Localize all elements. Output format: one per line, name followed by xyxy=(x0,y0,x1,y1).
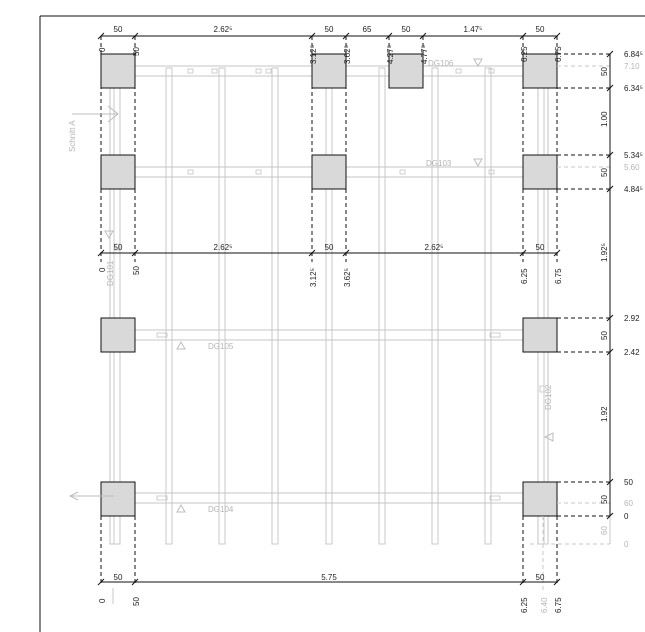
extension-lines xyxy=(100,36,610,590)
column-row2-right xyxy=(522,154,558,190)
mid-tick-2: 50 xyxy=(132,266,141,275)
column-row2-left xyxy=(100,154,136,190)
right-seg-6: 1.92 xyxy=(600,406,609,422)
top-tick-5: 4.27⁵ xyxy=(386,45,395,64)
top-seg-4: 65 xyxy=(363,25,372,34)
right-seg-4: 1.92⁵ xyxy=(600,243,609,262)
triangle-marker-icon xyxy=(473,158,483,168)
top-tick-4: 3.62⁵ xyxy=(343,45,352,64)
column-row3-right xyxy=(522,317,558,353)
top-seg-2: 2.62⁵ xyxy=(214,25,233,34)
triangle-marker-icon xyxy=(104,230,114,240)
middle-dimension-chain: 50 2.62⁵ 50 2.62⁵ 50 0 50 3.12⁵ 3.62⁵ 6.… xyxy=(97,243,563,287)
direction-markers xyxy=(104,58,554,513)
right-level-4: 5.34⁵ xyxy=(624,151,643,160)
mid-tick-5: 6.25 xyxy=(520,268,529,284)
label-dg106: DG106 xyxy=(428,59,454,68)
label-dg103: DG103 xyxy=(426,159,452,168)
label-dg104: DG104 xyxy=(208,505,234,514)
bottom-seg-2: 5.75 xyxy=(321,573,337,582)
column-row3-left xyxy=(100,317,136,353)
top-seg-3: 50 xyxy=(325,25,334,34)
right-level-12: 0 xyxy=(624,540,629,549)
section-label: Schnitt A xyxy=(68,120,77,152)
column-top-left xyxy=(100,53,136,89)
beam-labels: DG106 DG103 DG105 DG104 DG101 DG102 xyxy=(106,59,553,514)
right-seg-8: 60 xyxy=(600,526,609,535)
bottom-tick-2: 50 xyxy=(132,597,141,606)
label-dg101: DG101 xyxy=(106,260,115,286)
mid-seg-5: 50 xyxy=(536,243,545,252)
top-tick-2: 50 xyxy=(132,47,141,56)
right-level-5: 5.60 xyxy=(624,163,640,172)
top-seg-1: 50 xyxy=(114,25,123,34)
bottom-tick-5: 6.75 xyxy=(554,597,563,613)
column-row2-mid xyxy=(311,154,347,190)
drawing-frame xyxy=(39,15,645,632)
bottom-dimension-chain: 50 5.75 50 0 50 6.25 6.40 6.75 xyxy=(97,573,563,613)
section-arrow-icon xyxy=(107,105,119,123)
right-dimension-chain: 6.84⁵ 7.10 6.34⁵ 5.34⁵ 5.60 4.84⁵ 2.92 2… xyxy=(600,50,643,549)
mid-tick-1: 0 xyxy=(98,267,107,272)
label-dg102: DG102 xyxy=(544,384,553,410)
column-bottom-right xyxy=(522,481,558,517)
mid-tick-6: 6.75 xyxy=(554,268,563,284)
right-level-1: 6.84⁵ xyxy=(624,50,643,59)
mid-tick-3: 3.12⁵ xyxy=(309,268,318,287)
label-dg105: DG105 xyxy=(208,342,234,351)
right-level-7: 2.92 xyxy=(624,314,640,323)
triangle-marker-icon xyxy=(176,503,186,513)
right-level-11: 0 xyxy=(624,512,629,521)
top-tick-7: 6.25 xyxy=(520,46,529,62)
triangle-marker-icon xyxy=(473,58,483,68)
right-seg-7: 50 xyxy=(600,495,609,504)
beams xyxy=(109,65,549,545)
top-tick-1: 0 xyxy=(98,47,107,52)
triangle-marker-icon xyxy=(176,340,186,350)
column-top-mid2 xyxy=(388,53,424,89)
bottom-seg-1: 50 xyxy=(114,573,123,582)
right-level-10: 60 xyxy=(624,499,633,508)
top-tick-3: 3.12⁵ xyxy=(309,45,318,64)
beam-fixings xyxy=(114,68,545,501)
right-seg-3: 50 xyxy=(600,168,609,177)
mid-seg-2: 2.62⁵ xyxy=(214,243,233,252)
top-tick-6: 4.77⁵ xyxy=(420,45,429,64)
right-seg-5: 50 xyxy=(600,331,609,340)
column-bottom-left xyxy=(100,481,136,517)
mid-seg-1: 50 xyxy=(114,243,123,252)
joists xyxy=(113,67,545,545)
right-level-9: 50 xyxy=(624,478,633,487)
right-seg-2: 1.00 xyxy=(600,111,609,127)
triangle-marker-icon xyxy=(543,432,554,442)
mid-tick-4: 3.62⁵ xyxy=(343,268,352,287)
section-arrow-icon xyxy=(68,491,79,501)
top-dimension-chain: 50 2.62⁵ 50 65 50 1.47⁵ 50 0 50 3.12⁵ 3.… xyxy=(97,25,563,64)
bottom-tick-1: 0 xyxy=(98,598,107,603)
bottom-seg-3: 50 xyxy=(536,573,545,582)
bottom-tick-4: 6.40 xyxy=(540,597,549,613)
top-seg-5: 50 xyxy=(402,25,411,34)
bottom-tick-3: 6.25 xyxy=(520,597,529,613)
top-seg-7: 50 xyxy=(536,25,545,34)
mid-seg-3: 50 xyxy=(325,243,334,252)
right-level-8: 2.42 xyxy=(624,348,640,357)
columns xyxy=(100,53,558,517)
top-tick-8: 6.75 xyxy=(554,46,563,62)
top-seg-6: 1.47⁵ xyxy=(464,25,483,34)
right-level-3: 6.34⁵ xyxy=(624,84,643,93)
right-seg-1: 50 xyxy=(600,67,609,76)
right-level-6: 4.84⁵ xyxy=(624,185,643,194)
right-level-2: 7.10 xyxy=(624,62,640,71)
section-marker: Schnitt A xyxy=(68,105,119,501)
mid-seg-4: 2.62⁵ xyxy=(425,243,444,252)
